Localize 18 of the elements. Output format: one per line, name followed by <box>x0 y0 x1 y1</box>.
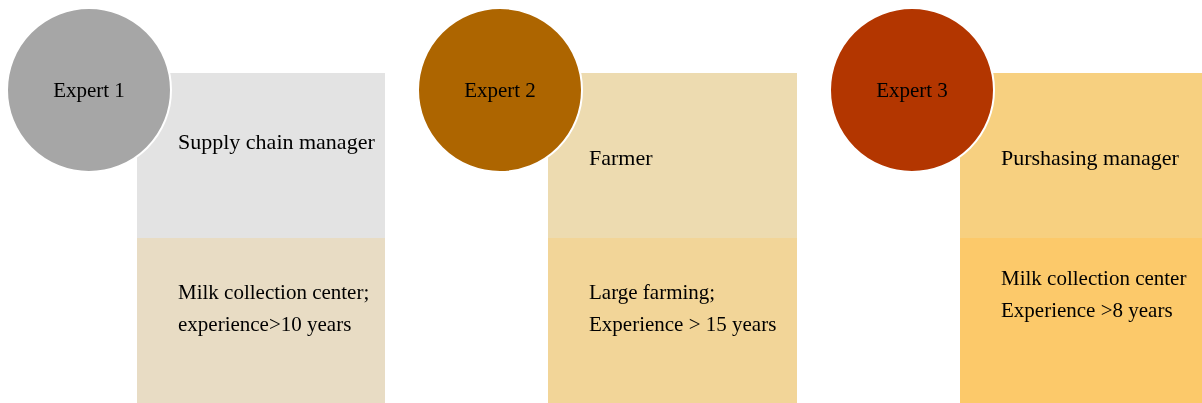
description-text: Large farming; <box>589 280 717 305</box>
description-text: Milk collection center; <box>178 280 371 305</box>
experience-text: experience>10 years <box>178 312 353 337</box>
description-text: Milk collection center <box>1001 266 1188 291</box>
experience-text: Experience > 15 years <box>589 312 778 337</box>
detail-box <box>960 238 1202 403</box>
detail-box <box>137 238 385 403</box>
expert-label: Expert 2 <box>464 77 536 103</box>
description-text: Purshasing manager <box>1001 145 1180 171</box>
expert-label: Expert 3 <box>876 77 948 103</box>
description-text: Supply chain manager <box>178 129 376 155</box>
role-box <box>137 73 385 238</box>
role-box <box>548 73 797 238</box>
experience-text: Experience >8 years <box>1001 298 1174 323</box>
detail-box <box>548 238 797 403</box>
description-text: Farmer <box>589 145 654 171</box>
expert-label: Expert 1 <box>53 77 125 103</box>
role-box <box>960 73 1202 238</box>
